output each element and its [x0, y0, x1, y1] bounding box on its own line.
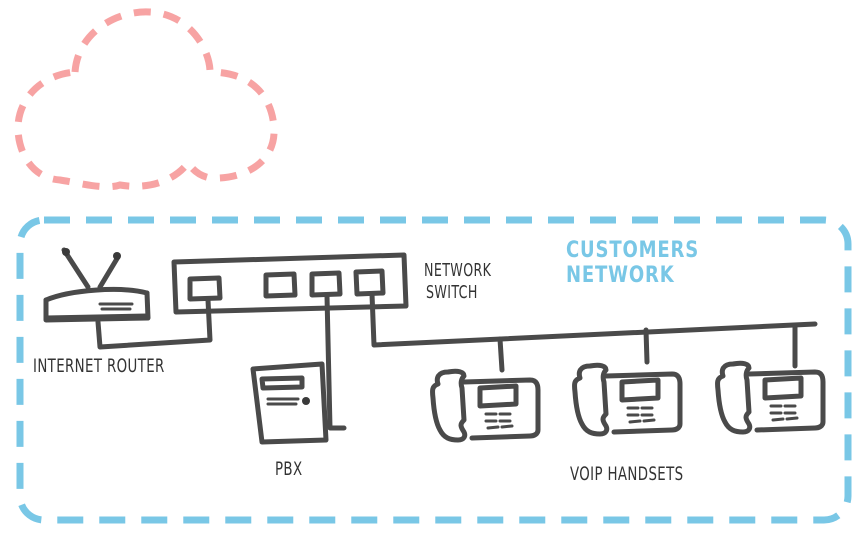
voip-handsets: [430, 360, 826, 443]
network-switch: [171, 252, 818, 431]
voip-handset: [430, 368, 541, 443]
customer-network-boundary: [16, 216, 852, 524]
keypad-row: [486, 424, 514, 430]
customers-network-label: CUSTOMERS NETWORK: [566, 238, 700, 288]
internet-cloud: [14, 8, 278, 191]
voip-handset: [715, 360, 826, 435]
keypad-row: [628, 418, 656, 424]
voip-handsets-label: VOIP HANDSETS: [570, 463, 684, 485]
voip-handset: [572, 362, 683, 437]
network-switch-label-line1: NETWORK: [424, 260, 492, 281]
internet-router-label: INTERNET ROUTER: [33, 355, 165, 377]
pbx: [250, 361, 329, 445]
internet-router: [43, 247, 213, 350]
keypad-row: [771, 416, 799, 422]
pbx-label: PBX: [275, 458, 303, 480]
network-switch-label-line2: SWITCH: [426, 282, 478, 303]
